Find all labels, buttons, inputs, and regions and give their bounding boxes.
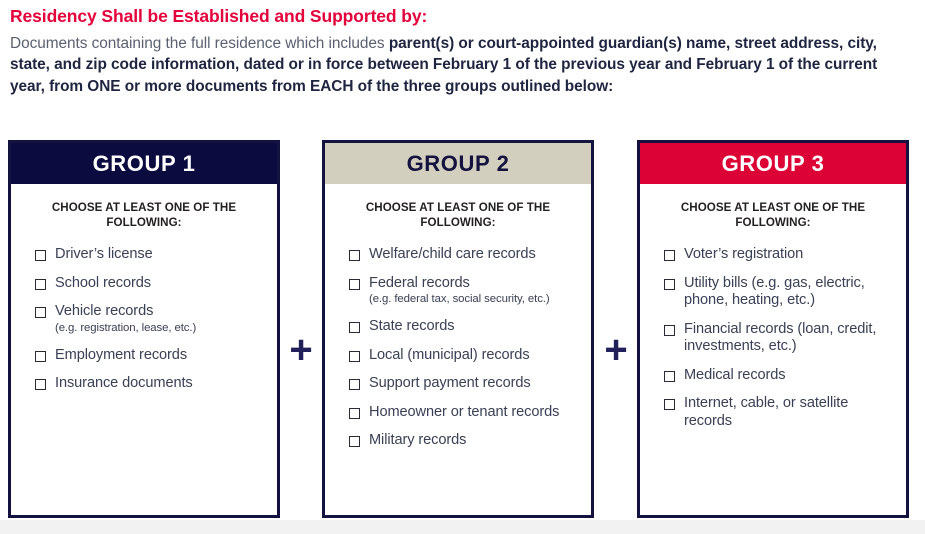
- list-item[interactable]: Military records: [349, 432, 579, 450]
- list-item-main: Federal records: [369, 274, 470, 291]
- list-item-label: Medical records: [684, 366, 786, 383]
- group-3-body: CHOOSE AT LEAST ONE OF THE FOLLOWING: Vo…: [640, 184, 906, 430]
- list-item[interactable]: Utility bills (e.g. gas, electric, phone…: [664, 275, 894, 310]
- list-item[interactable]: Insurance documents: [35, 375, 265, 393]
- checkbox-icon[interactable]: [349, 278, 360, 290]
- document-page: Residency Shall be Established and Suppo…: [0, 0, 925, 520]
- checkbox-icon[interactable]: [664, 250, 675, 262]
- group-3-header: GROUP 3: [640, 143, 906, 184]
- list-item[interactable]: Federal records (e.g. federal tax, social…: [349, 275, 579, 307]
- checkbox-icon[interactable]: [349, 379, 360, 391]
- checkbox-icon[interactable]: [35, 278, 46, 290]
- group-card-3: GROUP 3 CHOOSE AT LEAST ONE OF THE FOLLO…: [637, 140, 909, 518]
- list-item-label: Driver’s license: [55, 246, 153, 263]
- group-card-1: GROUP 1 CHOOSE AT LEAST ONE OF THE FOLLO…: [8, 140, 280, 518]
- list-item-label: Internet, cable, or satellite records: [684, 395, 849, 429]
- checkbox-icon[interactable]: [349, 436, 360, 448]
- list-item-label: Federal records (e.g. federal tax, social…: [369, 275, 550, 307]
- list-item-label: School records: [55, 274, 151, 291]
- list-item-label: Local (municipal) records: [369, 346, 530, 363]
- list-item-label: Support payment records: [369, 375, 531, 392]
- checkbox-icon[interactable]: [35, 350, 46, 362]
- plus-connector-2: +: [604, 328, 628, 372]
- groups-container: GROUP 1 CHOOSE AT LEAST ONE OF THE FOLLO…: [0, 140, 925, 520]
- group-2-body: CHOOSE AT LEAST ONE OF THE FOLLOWING: We…: [325, 184, 591, 450]
- group-1-body: CHOOSE AT LEAST ONE OF THE FOLLOWING: Dr…: [11, 184, 277, 393]
- intro-block: Residency Shall be Established and Suppo…: [0, 0, 925, 98]
- group-3-instruction: CHOOSE AT LEAST ONE OF THE FOLLOWING:: [680, 201, 866, 230]
- list-item-label: Voter’s registration: [684, 246, 804, 263]
- list-item-label: Vehicle records(e.g. registration, lease…: [55, 303, 196, 335]
- list-item[interactable]: Internet, cable, or satellite records: [664, 395, 894, 430]
- group-3-title: GROUP 3: [721, 150, 825, 176]
- list-item-label: Utility bills (e.g. gas, electric, phone…: [684, 274, 865, 309]
- group-2-header: GROUP 2: [325, 143, 591, 184]
- intro-paragraph: Documents containing the full residence …: [10, 33, 911, 98]
- checkbox-icon[interactable]: [664, 370, 675, 382]
- checkbox-icon[interactable]: [349, 250, 360, 262]
- checkbox-icon[interactable]: [664, 278, 675, 290]
- list-item-label: Military records: [369, 432, 467, 449]
- list-item[interactable]: Financial records (loan, credit, investm…: [664, 321, 894, 356]
- list-item[interactable]: Voter’s registration: [664, 246, 894, 264]
- group-3-checklist: Voter’s registration Utility bills (e.g.…: [652, 246, 894, 430]
- checkbox-icon[interactable]: [664, 399, 675, 411]
- checkbox-icon[interactable]: [35, 307, 46, 319]
- list-item-label: State records: [369, 318, 455, 335]
- checkbox-icon[interactable]: [349, 322, 360, 334]
- group-2-instruction: CHOOSE AT LEAST ONE OF THE FOLLOWING:: [365, 201, 551, 230]
- checkbox-icon[interactable]: [35, 250, 46, 262]
- page-bottom-strip: [0, 520, 925, 534]
- list-item[interactable]: Employment records: [35, 347, 265, 365]
- list-item[interactable]: Welfare/child care records: [349, 246, 579, 264]
- intro-bold-text: parent(s) or court-appointed guardian(s)…: [10, 34, 878, 95]
- checkbox-icon[interactable]: [35, 379, 46, 391]
- list-item-subtext: (e.g. federal tax, social security, etc.…: [369, 293, 550, 306]
- list-item-label: Employment records: [55, 346, 188, 363]
- list-item[interactable]: Medical records: [664, 367, 894, 385]
- checkbox-icon[interactable]: [664, 324, 675, 336]
- group-2-title: GROUP 2: [406, 150, 510, 176]
- list-item[interactable]: Vehicle records(e.g. registration, lease…: [35, 303, 265, 335]
- list-item-label: Insurance documents: [55, 375, 193, 392]
- group-card-2: GROUP 2 CHOOSE AT LEAST ONE OF THE FOLLO…: [322, 140, 594, 518]
- list-item[interactable]: State records: [349, 318, 579, 336]
- list-item[interactable]: Local (municipal) records: [349, 347, 579, 365]
- list-item[interactable]: Homeowner or tenant records: [349, 404, 579, 422]
- group-1-header: GROUP 1: [11, 143, 277, 184]
- list-item-main: Vehicle records: [55, 303, 154, 320]
- list-item-label: Homeowner or tenant records: [369, 403, 560, 420]
- group-1-instruction: CHOOSE AT LEAST ONE OF THE FOLLOWING:: [51, 201, 237, 230]
- group-1-title: GROUP 1: [92, 150, 196, 176]
- list-item[interactable]: School records: [35, 275, 265, 293]
- plus-connector-1: +: [289, 328, 313, 372]
- list-item[interactable]: Support payment records: [349, 375, 579, 393]
- page-title: Residency Shall be Established and Suppo…: [10, 6, 428, 26]
- checkbox-icon[interactable]: [349, 407, 360, 419]
- checkbox-icon[interactable]: [349, 350, 360, 362]
- list-item-subtext: (e.g. registration, lease, etc.): [55, 321, 197, 334]
- list-item-label: Welfare/child care records: [369, 246, 536, 263]
- list-item[interactable]: Driver’s license: [35, 246, 265, 264]
- group-2-checklist: Welfare/child care records Federal recor…: [337, 246, 579, 449]
- group-1-checklist: Driver’s license School records Vehicle …: [23, 246, 265, 392]
- list-item-label: Financial records (loan, credit, investm…: [684, 320, 877, 355]
- intro-lead-text: Documents containing the full residence …: [10, 34, 389, 52]
